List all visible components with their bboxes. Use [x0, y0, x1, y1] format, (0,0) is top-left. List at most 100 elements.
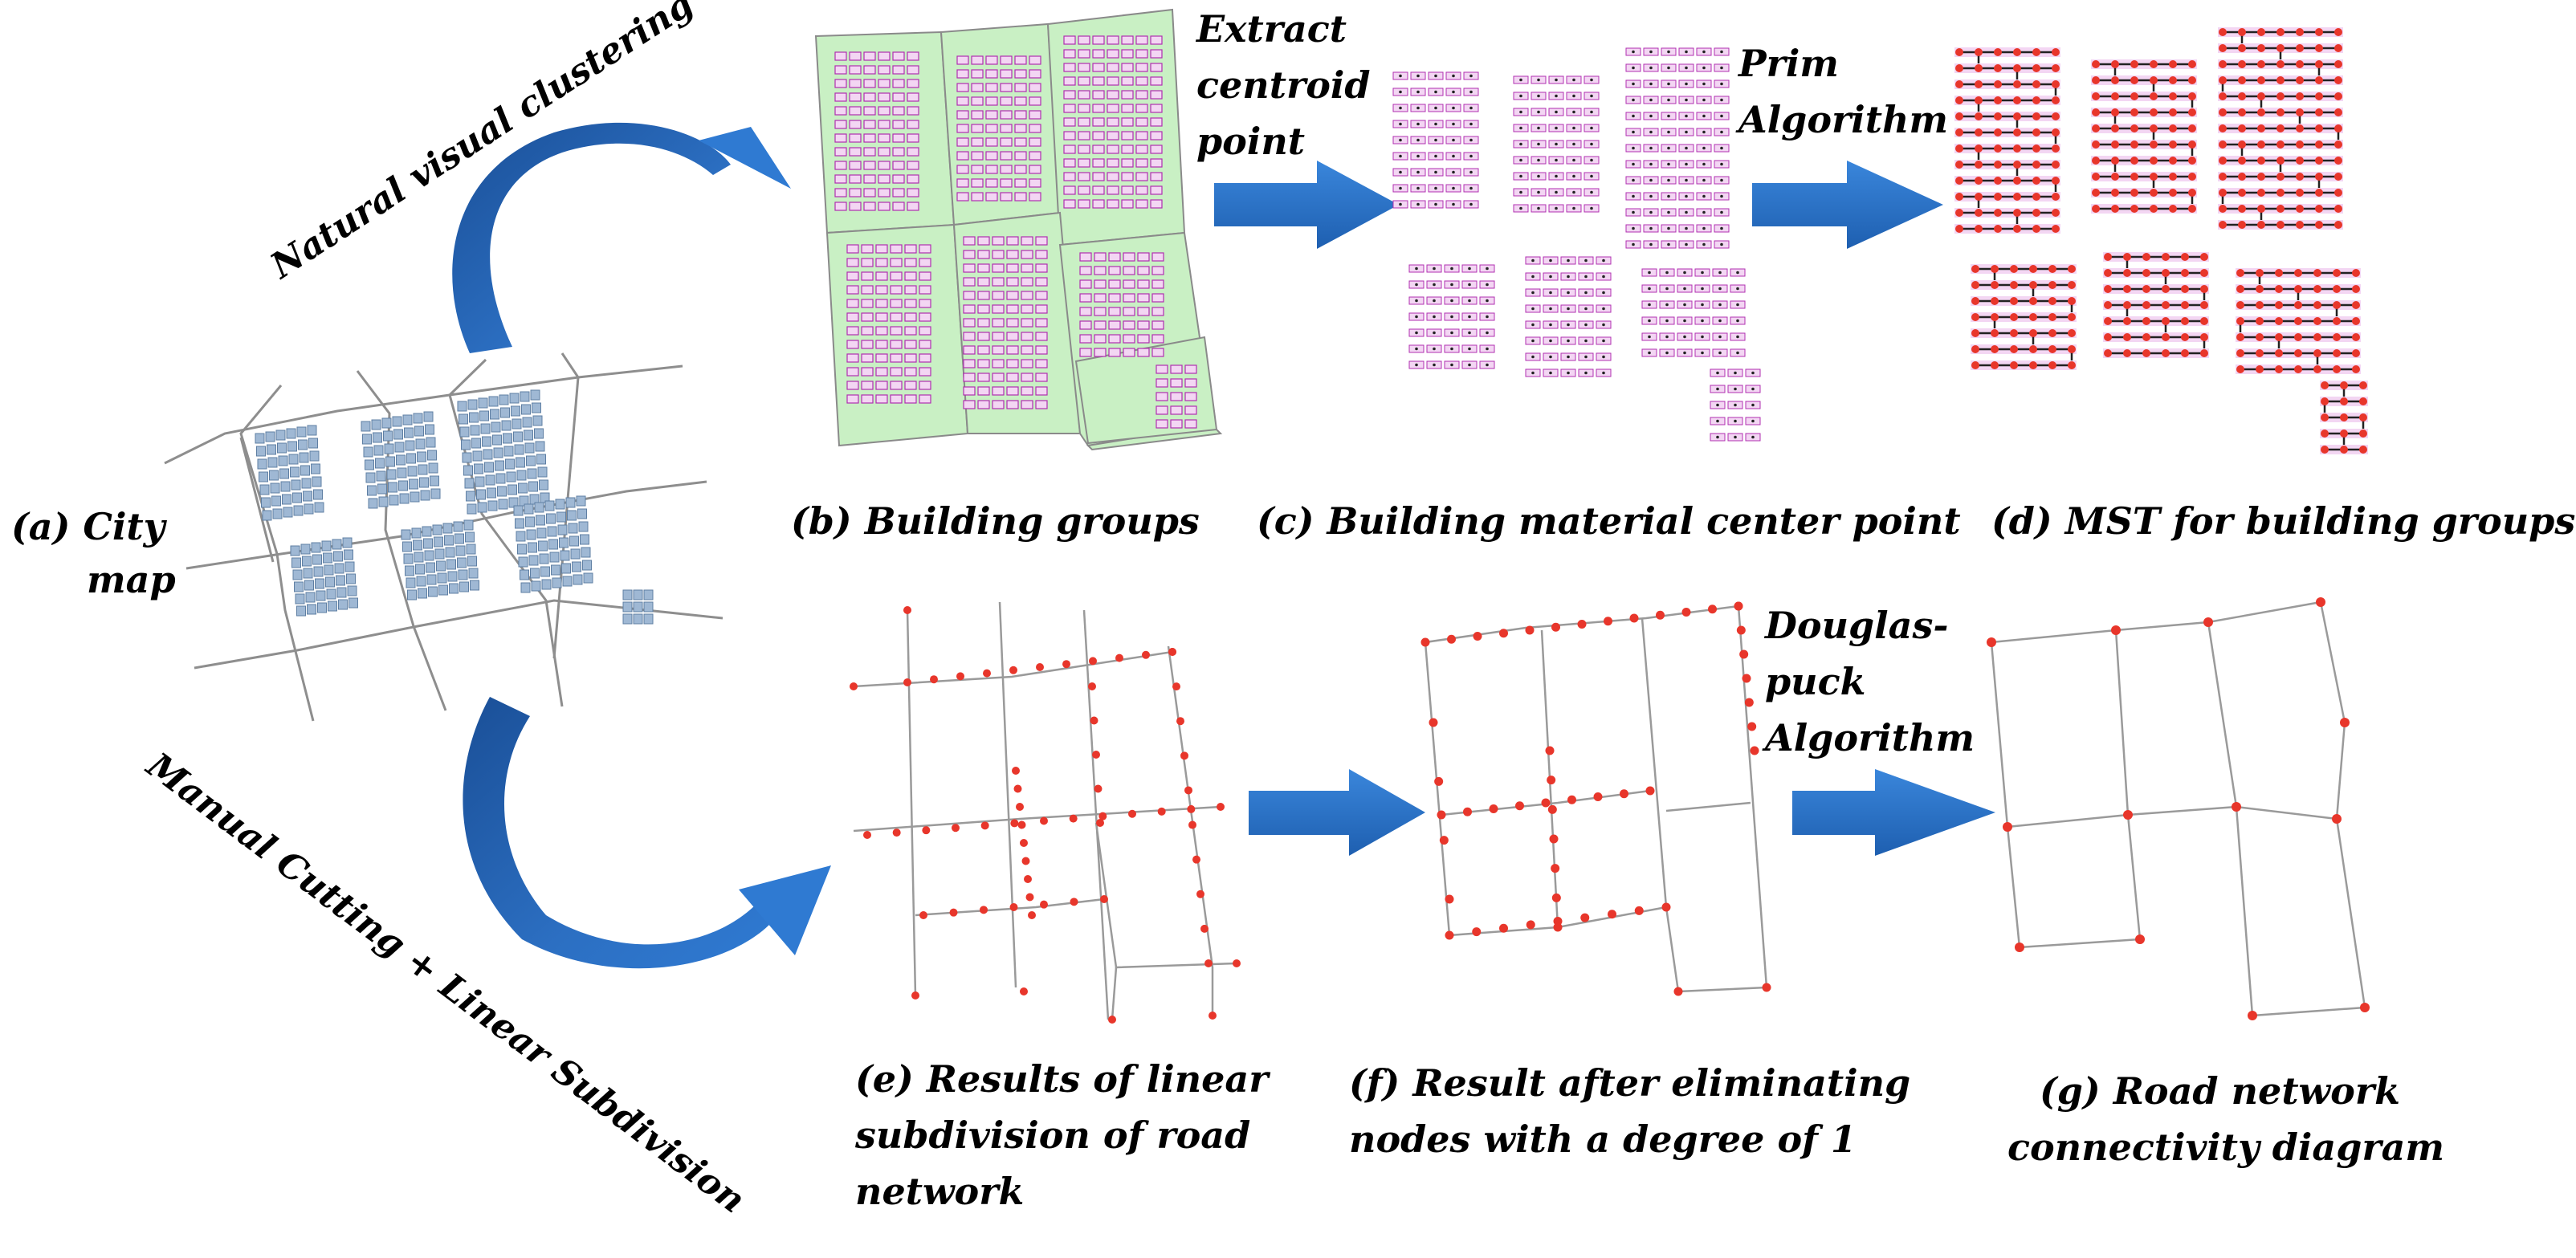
building-footprint: [1137, 252, 1150, 262]
road-node: [1739, 649, 1749, 659]
centroid-point: [1701, 271, 1704, 275]
city-building: [405, 440, 415, 451]
mst-node: [2032, 96, 2040, 104]
centroid-point: [1632, 210, 1635, 214]
mst-node: [2013, 161, 2021, 169]
subdivision-panel: [850, 601, 1241, 1024]
road-node: [1553, 922, 1563, 932]
road-node: [2203, 617, 2213, 627]
mst-node: [2013, 193, 2021, 201]
building-footprint: [985, 165, 998, 174]
road-segment: [1441, 789, 1651, 816]
building-footprint: [890, 299, 903, 308]
building-footprint: [971, 110, 984, 120]
road-node: [1036, 663, 1044, 671]
building-footprint: [1135, 131, 1148, 140]
building-footprint: [1000, 55, 1013, 65]
building-footprint: [1107, 199, 1119, 209]
building-footprint: [1108, 279, 1121, 289]
city-building: [470, 580, 479, 591]
city-building: [316, 590, 326, 601]
city-building: [333, 551, 343, 562]
city-building: [406, 577, 416, 588]
road-node: [1420, 637, 1430, 647]
mst-node: [2296, 108, 2304, 116]
building-footprint: [1150, 35, 1163, 45]
road-node: [1012, 767, 1020, 775]
building-footprint: [1006, 359, 1019, 368]
mst-node: [2257, 60, 2265, 68]
mst-node: [2219, 140, 2227, 149]
city-building: [521, 404, 531, 415]
centroid-point: [1537, 126, 1540, 130]
building-footprint: [1035, 332, 1048, 341]
building-footprint: [875, 367, 888, 377]
mst-node: [2032, 64, 2040, 72]
mst-node: [2321, 397, 2329, 405]
centroid-point: [1537, 190, 1540, 194]
mst-node: [2013, 145, 2021, 153]
city-building: [325, 576, 335, 588]
road-node: [983, 669, 991, 678]
building-footprint: [1021, 318, 1033, 328]
city-building: [512, 418, 522, 430]
centroid-point: [1602, 371, 1605, 375]
road-segment: [2235, 806, 2366, 1017]
mst-node: [2188, 140, 2196, 149]
mst-node: [2313, 349, 2321, 357]
mst-node: [2257, 28, 2265, 36]
mst-node: [2256, 285, 2264, 293]
mst-node: [2275, 285, 2283, 293]
building-footprint: [1078, 90, 1090, 100]
mst-node: [2257, 92, 2265, 100]
mst-node: [2162, 285, 2170, 293]
building-footprint: [1156, 364, 1168, 374]
building-footprint: [1079, 348, 1092, 357]
building-footprint: [992, 400, 1005, 409]
city-building: [307, 425, 317, 436]
building-footprint: [1123, 279, 1135, 289]
building-footprint: [849, 92, 862, 102]
centroid-point: [1718, 319, 1722, 323]
building-footprint: [846, 394, 859, 404]
mst-node: [2052, 145, 2060, 153]
city-building: [539, 553, 549, 564]
building-footprint: [1063, 145, 1076, 154]
building-footprint: [834, 202, 847, 211]
road-node: [1098, 812, 1107, 820]
centroid-point: [1632, 130, 1635, 134]
centroid-point: [1667, 162, 1670, 166]
city-building: [515, 518, 524, 529]
building-footprint: [1135, 117, 1148, 127]
road-segment: [2114, 629, 2142, 940]
mst-node: [2315, 28, 2323, 36]
city-building: [288, 454, 299, 465]
city-building: [303, 491, 312, 502]
mst-node: [2256, 317, 2264, 325]
centroid-point: [1555, 110, 1558, 114]
building-footprint: [846, 312, 859, 322]
label-center-point: (c) Building material center point: [1257, 499, 1961, 543]
city-building: [334, 563, 344, 574]
road-segment: [1991, 601, 2321, 644]
city-building: [313, 566, 324, 577]
building-footprint: [1137, 307, 1150, 316]
mst-node: [2334, 157, 2342, 165]
building-footprint: [1151, 279, 1164, 289]
building-footprint: [956, 124, 969, 133]
centroid-point: [1415, 267, 1418, 271]
centroid-point: [1450, 299, 1453, 303]
building-footprint: [985, 96, 998, 106]
mst-node: [2013, 209, 2021, 217]
city-building: [418, 588, 427, 599]
road-node: [1515, 801, 1524, 811]
building-footprint: [892, 188, 905, 197]
mst-node: [2276, 108, 2285, 116]
road-node: [1551, 893, 1561, 902]
centroid-point: [1649, 130, 1653, 134]
centroid-point: [1567, 291, 1570, 295]
road-node: [2003, 822, 2012, 832]
mst-node: [2256, 333, 2264, 341]
mst-node: [2104, 317, 2112, 325]
centroid-point: [1584, 355, 1588, 359]
